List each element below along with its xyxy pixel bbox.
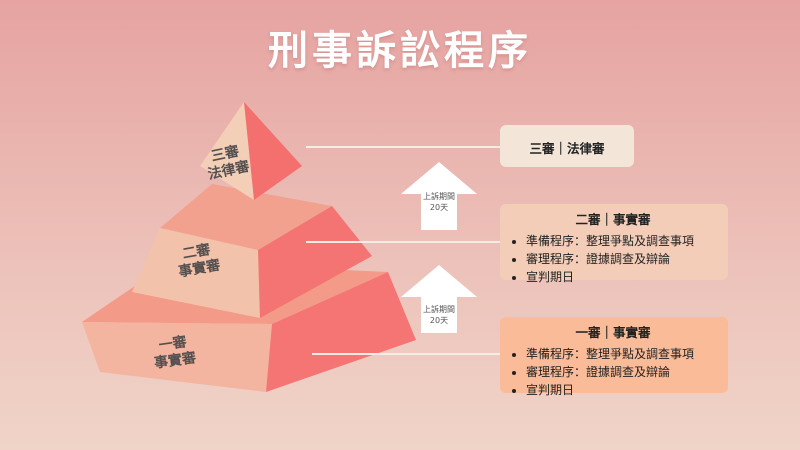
appeal-period-days: 20天: [429, 316, 449, 325]
appeal-period-label-lower: 上訴期間 20天: [409, 304, 469, 326]
up-arrow-icon: [401, 162, 477, 230]
list-item: 宣判期日: [526, 268, 720, 286]
box-second-list: 準備程序：整理爭點及調查事項 審理程序：證據調查及辯論 宣判期日: [506, 232, 720, 286]
list-item: 準備程序：整理爭點及調查事項: [526, 345, 720, 363]
list-item: 審理程序：證據調查及辯論: [526, 363, 720, 381]
tier-2-left-face: [132, 228, 260, 318]
box-third-title: 三審｜法律審: [529, 141, 605, 156]
tier-1-right-face: [266, 272, 416, 392]
connector-first: [312, 353, 500, 355]
page-title: 刑事訴訟程序: [268, 28, 532, 74]
list-item: 宣判期日: [526, 381, 720, 399]
tier-2-right-face: [258, 206, 372, 318]
list-item: 審理程序：證據調查及辯論: [526, 250, 720, 268]
box-first-title: 一審｜事實審: [575, 325, 651, 340]
up-arrow-icon: [401, 265, 477, 333]
box-first-instance: 一審｜事實審 準備程序：整理爭點及調查事項 審理程序：證據調查及辯論 宣判期日: [500, 317, 728, 397]
box-third-instance: 三審｜法律審: [500, 125, 634, 167]
appeal-period-days: 20天: [429, 203, 449, 212]
tier-1-left-face: [82, 322, 272, 392]
appeal-period-text: 上訴期間: [423, 192, 455, 201]
appeal-period-label-upper: 上訴期間 20天: [409, 191, 469, 213]
box-first-list: 準備程序：整理爭點及調查事項 審理程序：證據調查及辯論 宣判期日: [506, 345, 720, 399]
tier-3-left-face: [200, 102, 254, 200]
box-second-title: 二審｜事實審: [575, 212, 651, 227]
box-second-instance: 二審｜事實審 準備程序：整理爭點及調查事項 審理程序：證據調查及辯論 宣判期日: [500, 204, 728, 284]
list-item: 準備程序：整理爭點及調查事項: [526, 232, 720, 250]
connector-second: [306, 241, 500, 243]
tier-2-top-face: [160, 184, 332, 250]
appeal-period-text: 上訴期間: [423, 305, 455, 314]
tier-3-right-face: [244, 102, 302, 200]
connector-third: [306, 146, 500, 148]
